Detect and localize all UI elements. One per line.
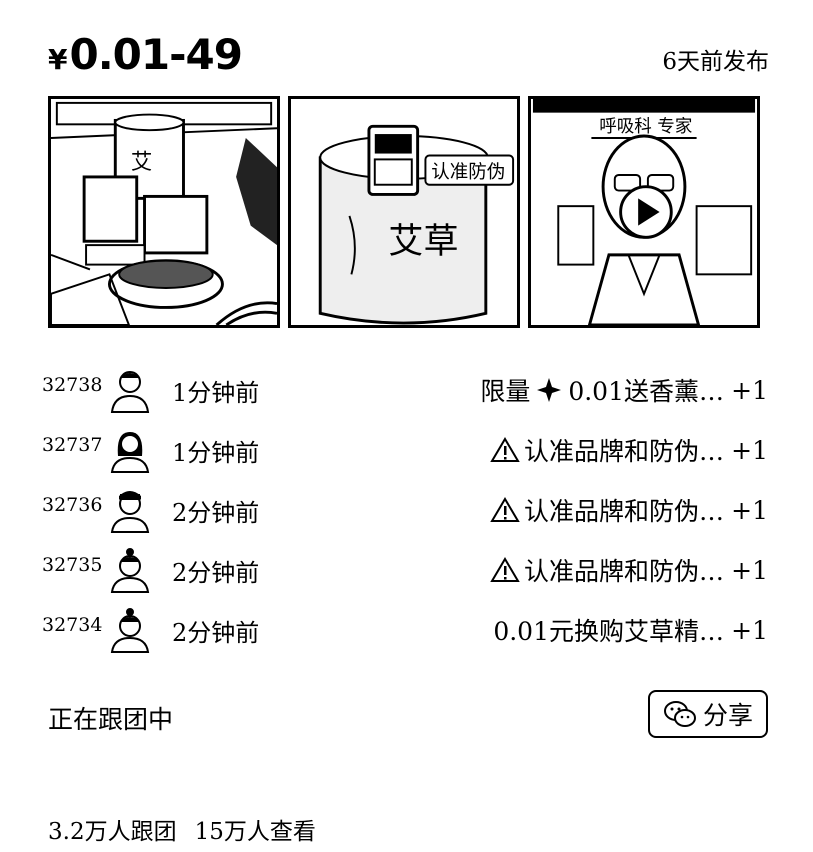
avatar-icon	[110, 371, 150, 413]
warning-icon	[490, 557, 520, 582]
video-caption: 呼吸科 专家	[599, 117, 692, 137]
follower-count: 3.2万人跟团	[48, 819, 177, 845]
price-range: 0.01-49	[69, 30, 243, 79]
order-desc: 0.01元换购艾草精…	[493, 617, 724, 646]
order-desc: 认准品牌和防伪…	[523, 557, 724, 586]
avatar-icon	[110, 548, 150, 593]
order-number: 32737	[42, 434, 103, 456]
share-button[interactable]: 分享	[648, 690, 768, 738]
order-time: 2分钟前	[172, 558, 260, 587]
order-desc-wrap: 认准品牌和防伪…	[490, 432, 724, 468]
order-qty: +1	[731, 495, 768, 525]
share-label: 分享	[702, 701, 753, 730]
order-number: 32735	[42, 554, 103, 576]
anti-fake-badge: 认准防伪	[431, 162, 505, 183]
wechat-icon	[663, 701, 696, 727]
order-row: 32738 1分钟前 限量 0.01送香薰… +1	[42, 360, 772, 420]
order-number: 32736	[42, 494, 103, 516]
order-list: 32738 1分钟前 限量 0.01送香薰… +1 32737 1分钟前	[42, 360, 772, 660]
order-qty: +1	[731, 435, 768, 465]
order-desc: 0.01送香薰…	[568, 377, 724, 406]
stats-bar: 3.2万人跟团 15万人查看	[48, 812, 316, 846]
order-time: 2分钟前	[172, 618, 260, 647]
posted-time: 6天前发布	[662, 49, 769, 75]
group-status: 正在跟团中	[48, 705, 174, 734]
order-row: 32736 2分钟前 认准品牌和防伪… +1	[42, 480, 772, 540]
order-desc-wrap: 认准品牌和防伪…	[490, 492, 724, 528]
thumbnail-video[interactable]: 呼吸科 专家	[528, 96, 760, 328]
jar-label: 艾草	[388, 221, 458, 262]
price: ¥ 0.01-49	[48, 30, 243, 79]
svg-text:艾: 艾	[131, 150, 152, 175]
order-desc-wrap: 限量 0.01送香薰…	[480, 372, 724, 408]
order-qty: +1	[731, 615, 768, 645]
currency-symbol: ¥	[48, 43, 68, 76]
order-qty: +1	[731, 555, 768, 585]
order-desc: 认准品牌和防伪…	[523, 437, 724, 466]
avatar-icon	[110, 608, 150, 653]
warning-icon	[490, 497, 520, 522]
view-count: 15万人查看	[194, 819, 316, 845]
avatar-icon	[110, 491, 150, 533]
thumbnail-product-1[interactable]: 艾	[48, 96, 280, 328]
warning-icon	[490, 437, 520, 462]
play-icon	[638, 198, 660, 226]
thumbnail-product-2[interactable]: 认准防伪 艾草	[288, 96, 520, 328]
order-row: 32735 2分钟前 认准品牌和防伪… +1	[42, 540, 772, 600]
order-time: 2分钟前	[172, 498, 260, 527]
order-desc-wrap: 认准品牌和防伪…	[490, 552, 724, 588]
order-desc-wrap: 0.01元换购艾草精…	[493, 612, 724, 648]
order-number: 32734	[42, 614, 103, 636]
avatar-icon	[110, 432, 150, 473]
order-prefix: 限量	[480, 377, 531, 406]
order-row: 32734 2分钟前 0.01元换购艾草精… +1	[42, 600, 772, 660]
thumbnail-gallery: 艾 认准防伪 艾草	[48, 96, 760, 328]
order-qty: +1	[731, 375, 768, 405]
sparkle-icon	[537, 378, 562, 402]
order-row: 32737 1分钟前 认准品牌和防伪… +1	[42, 420, 772, 480]
order-time: 1分钟前	[172, 438, 260, 467]
order-time: 1分钟前	[172, 378, 260, 407]
order-number: 32738	[42, 374, 103, 396]
order-desc: 认准品牌和防伪…	[523, 497, 724, 526]
